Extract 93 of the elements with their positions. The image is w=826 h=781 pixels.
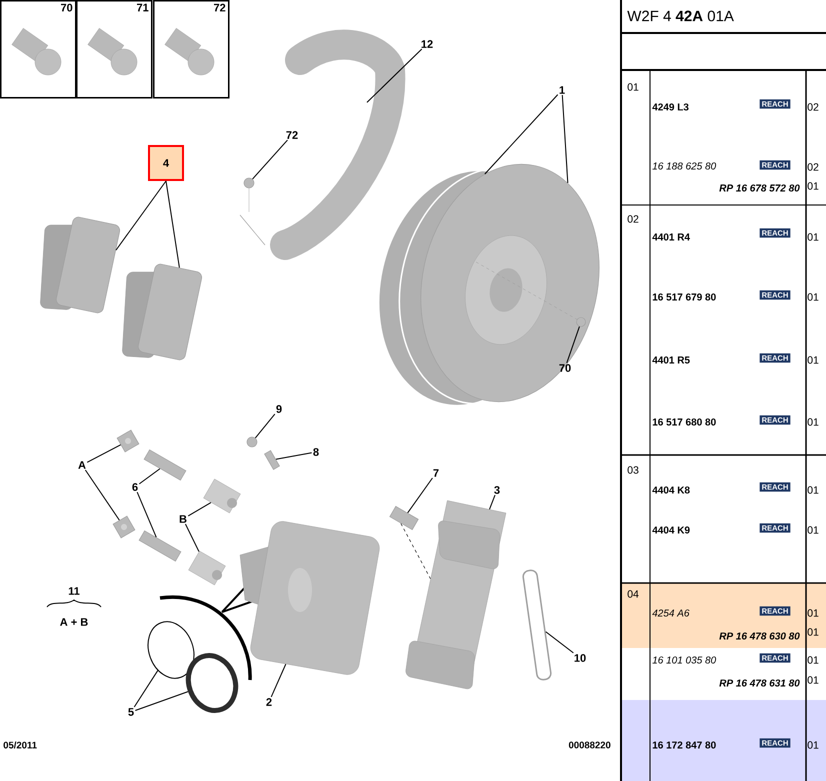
brake-caliper-drawing — [240, 521, 380, 675]
part-tile: 71 — [76, 0, 152, 98]
o-ring-drawing — [148, 621, 194, 679]
quantity-text: 03 — [628, 466, 638, 474]
quantity-text: 01 — [808, 609, 818, 617]
cap-drawing — [116, 430, 140, 452]
quantity-text: 01 — [628, 83, 638, 91]
part-number: 16 188 625 80 — [652, 162, 716, 170]
quantity-text: 01 — [808, 356, 818, 364]
part-number: 4404 K9 — [652, 526, 690, 534]
callout-number: 7 — [433, 469, 439, 477]
bushing-drawing — [203, 478, 241, 514]
quantity-text: 01 — [808, 628, 818, 636]
brake-pad-drawing — [122, 264, 202, 360]
part-number: 4254 A6 — [652, 609, 690, 617]
callout-number: 9 — [276, 405, 282, 413]
quantity-text: 01 — [808, 741, 818, 749]
leader-line — [84, 470, 120, 521]
leader-line — [545, 631, 574, 654]
part-number: 16 101 035 80 — [652, 656, 716, 664]
leader-line — [566, 326, 580, 364]
part-number: 4401 R4 — [652, 233, 690, 241]
leader-line — [489, 494, 496, 510]
quantity-text: 01 — [808, 418, 818, 426]
bleed-screw-drawing — [264, 450, 280, 470]
quantity-text: 01 — [808, 676, 818, 684]
brake-disc-drawing — [379, 164, 600, 405]
leader-line — [134, 691, 188, 711]
leader-line — [86, 444, 122, 463]
callout-number: 1 — [560, 86, 565, 94]
footer-text: 05/2011 — [4, 741, 37, 749]
leader-line — [275, 452, 312, 460]
part-number: RP 16 678 572 80 — [719, 184, 800, 192]
bushing-drawing — [188, 550, 226, 586]
leader-line — [116, 180, 166, 251]
quantity-text: 01 — [808, 293, 818, 301]
callout-number: 3 — [494, 486, 500, 494]
seal-drawing — [186, 653, 238, 713]
guide-pin-drawing — [138, 530, 182, 562]
leader-line — [254, 414, 276, 438]
leader-line — [252, 140, 288, 180]
callout-number: A — [78, 461, 86, 469]
callout-number: A + B — [60, 618, 88, 626]
part-number: 4404 K8 — [652, 486, 690, 494]
quantity-text: 01 — [808, 486, 818, 494]
spring-clip-drawing — [522, 570, 552, 680]
callout-number: 11 — [68, 587, 80, 595]
guide-pin-drawing — [144, 449, 186, 481]
quantity-text: 01 — [808, 182, 818, 190]
part-number: 4401 R5 — [652, 356, 690, 364]
quantity-text: 01 — [808, 233, 818, 241]
cap-drawing — [112, 516, 136, 538]
part-number: 16 517 679 80 — [652, 293, 716, 301]
quantity-text: 04 — [628, 590, 639, 598]
part-number: RP 16 478 631 80 — [719, 679, 800, 687]
callout-number: 5 — [128, 708, 134, 716]
callout-number: 2 — [266, 698, 272, 706]
leader-line — [184, 524, 200, 552]
leader-line — [166, 180, 180, 268]
part-tile: 70 — [0, 0, 76, 98]
callout-number: 70 — [559, 364, 571, 372]
part-number: 4249 L3 — [652, 103, 689, 111]
leader-line — [562, 94, 568, 184]
callout-number: 10 — [574, 654, 586, 662]
quantity-text: 02 — [628, 215, 638, 223]
leader-line — [366, 48, 422, 103]
quantity-text: 01 — [808, 526, 818, 534]
part-number: 16 517 680 80 — [652, 418, 716, 426]
leader-line — [134, 670, 158, 708]
leader-line — [188, 502, 212, 516]
part-number: 16 172 847 80 — [652, 741, 716, 749]
quantity-text: 02 — [808, 103, 818, 111]
footer-text: 00088220 — [568, 742, 610, 748]
part-code-heading: W2F 4 42A 01A — [627, 10, 734, 22]
part-tile: 72 — [153, 0, 230, 98]
highlighted-callout: 4 — [148, 145, 184, 181]
leader-line — [270, 664, 286, 698]
brake-pad-drawing — [40, 216, 120, 314]
leader-line — [138, 468, 160, 484]
callout-number: 12 — [422, 40, 433, 48]
leader-line — [136, 492, 157, 538]
callout-number: B — [180, 515, 186, 523]
callout-number: 6 — [132, 483, 138, 491]
heat-shield-drawing — [240, 30, 405, 260]
caliper-carrier-drawing — [406, 500, 506, 690]
quantity-text: 01 — [808, 656, 818, 664]
quantity-text: 02 — [808, 163, 818, 171]
assembly-line — [400, 523, 431, 580]
leader-line — [407, 478, 433, 514]
leader-line — [484, 94, 558, 175]
nut-drawing — [246, 436, 258, 448]
callout-number: 8 — [313, 448, 319, 456]
part-number: RP 16 478 630 80 — [719, 632, 800, 640]
